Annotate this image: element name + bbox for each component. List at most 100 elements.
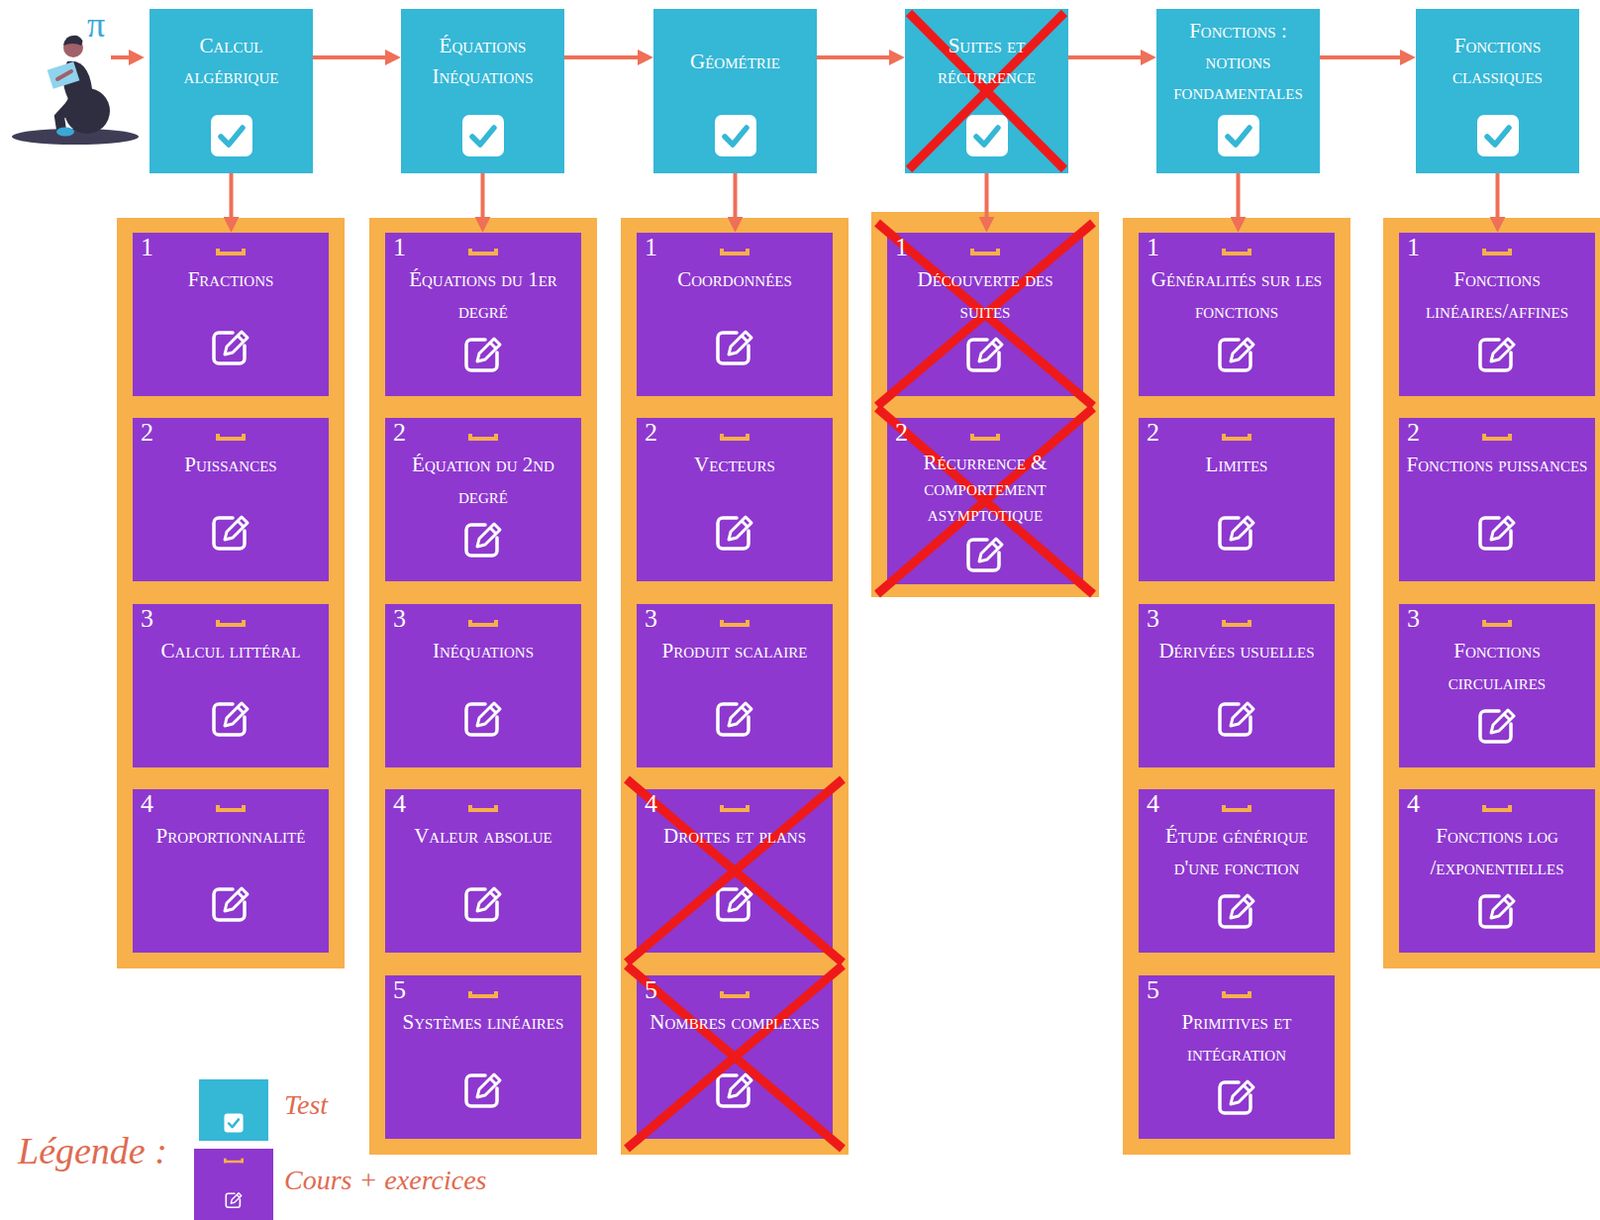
pencil-band (490, 892, 497, 899)
card-body: Primitives et intégration (1138, 1004, 1335, 1070)
tab-bar (215, 436, 246, 441)
tab-icon (970, 433, 1000, 444)
lesson-title: Produit scalaire (641, 635, 828, 668)
test-box: Fonctions : notions fondamentales (1156, 8, 1320, 174)
pencil-band (1243, 1085, 1250, 1092)
tab-end (494, 991, 499, 999)
pencil-band (490, 527, 497, 534)
tab-end (996, 433, 1000, 441)
tab-bar (468, 436, 499, 441)
pencil (230, 1193, 241, 1203)
lesson-title: Fonctions log /exponentielles (1403, 820, 1591, 884)
tab-end (1247, 804, 1252, 812)
lesson-number: 3 (644, 603, 658, 634)
tab-icon (223, 1156, 244, 1167)
lesson-title: Récurrence & comportement asymptotique (892, 449, 1079, 527)
flow-arrow (985, 173, 990, 228)
card-body: Systèmes linéaires (385, 1004, 582, 1039)
check-square (210, 114, 253, 157)
edit-frame (1219, 703, 1251, 735)
edit-icon (461, 882, 505, 926)
lesson-card: 3Inéquations (385, 603, 582, 768)
lesson-title: Fonctions circulaires (1403, 635, 1591, 699)
lesson-title: Fonctions puissances (1403, 449, 1591, 482)
card-header: 3 (385, 603, 582, 634)
edit-icon (208, 325, 253, 370)
tab-icon (215, 804, 246, 815)
pencil (728, 1074, 752, 1098)
card-body: Dérivées usuelles (1138, 633, 1335, 668)
card-header: 3 (1399, 603, 1596, 634)
pencil (1230, 338, 1254, 362)
tab-icon (970, 248, 1000, 259)
tab-bar (719, 807, 750, 812)
lesson-title: Inéquations (390, 635, 577, 668)
lesson-number: 3 (140, 603, 154, 634)
check-mark (220, 127, 243, 145)
card-body: Calcul littéral (132, 633, 329, 668)
card-header: 1 (887, 232, 1084, 263)
cross-line (877, 407, 1094, 595)
tab-end (1507, 619, 1512, 627)
tab-bar (1482, 251, 1512, 256)
tab-bar (719, 251, 750, 256)
edit-frame (1480, 517, 1511, 549)
edit-icon (712, 1068, 757, 1112)
lesson-title: Nombres complexes (641, 1006, 828, 1039)
pencil-band (1243, 520, 1250, 527)
flow-arrow (1319, 55, 1411, 60)
edit-frame (968, 339, 1000, 371)
pencil-band (490, 706, 497, 713)
card-body: Proportionnalité (132, 818, 329, 853)
card-body: Équation du 2nd degré (385, 447, 582, 512)
edit-icon (1475, 889, 1519, 933)
tab-end (1482, 619, 1487, 627)
edit-frame (1480, 896, 1511, 927)
card-header: 4 (1138, 789, 1335, 819)
legend-text: Cours + exercices (284, 1164, 487, 1197)
column-panel (116, 217, 345, 969)
lesson-title: Équations du 1er degré (390, 264, 577, 327)
pencil-band (741, 335, 748, 342)
lesson-title: Généralités sur les fonctions (1143, 264, 1330, 327)
check-mark (976, 127, 999, 145)
lesson-card: 1Coordonnées (636, 232, 833, 397)
tab-bar (215, 622, 246, 627)
card-header: 4 (132, 789, 329, 819)
tab-icon (215, 248, 246, 259)
lesson-card: 3Calcul littéral (132, 603, 329, 768)
card-body: Inéquations (385, 633, 582, 668)
card-header: 1 (132, 232, 329, 263)
pencil (1491, 709, 1514, 733)
tab-icon (468, 804, 499, 815)
edit-icon (461, 332, 505, 377)
pencil (224, 702, 248, 726)
card-body: Vecteurs (636, 447, 833, 482)
lesson-title: Équation du 2nd degré (390, 449, 577, 512)
lesson-title: Valeur absolue (390, 820, 577, 853)
tab-bar (215, 807, 246, 812)
tab-end (745, 991, 750, 999)
lesson-number: 4 (393, 789, 406, 819)
lesson-card: 5Systèmes linéaires (385, 975, 582, 1139)
lesson-card: 2Limites (1138, 417, 1335, 582)
test-title: Calcul algébrique (153, 30, 309, 93)
cross-line (626, 965, 843, 1149)
book (47, 61, 81, 90)
tab-end (1221, 248, 1226, 256)
pencil-band (1503, 520, 1510, 527)
tab-icon (468, 248, 499, 259)
test-box: Calcul algébrique (149, 8, 313, 174)
tab-end (1221, 804, 1226, 812)
lesson-title: Fractions (137, 264, 324, 297)
card-header: 2 (636, 417, 833, 448)
cross-line (626, 779, 843, 963)
title-area: Calcul algébrique (149, 8, 313, 112)
card-body: Généralités sur les fonctions (1138, 262, 1335, 327)
tab-end (1482, 433, 1487, 441)
flow-arrow (564, 55, 649, 60)
lesson-number: 2 (895, 417, 908, 448)
edit-frame (466, 524, 498, 556)
edit-icon (712, 882, 757, 926)
pencil (224, 331, 248, 355)
